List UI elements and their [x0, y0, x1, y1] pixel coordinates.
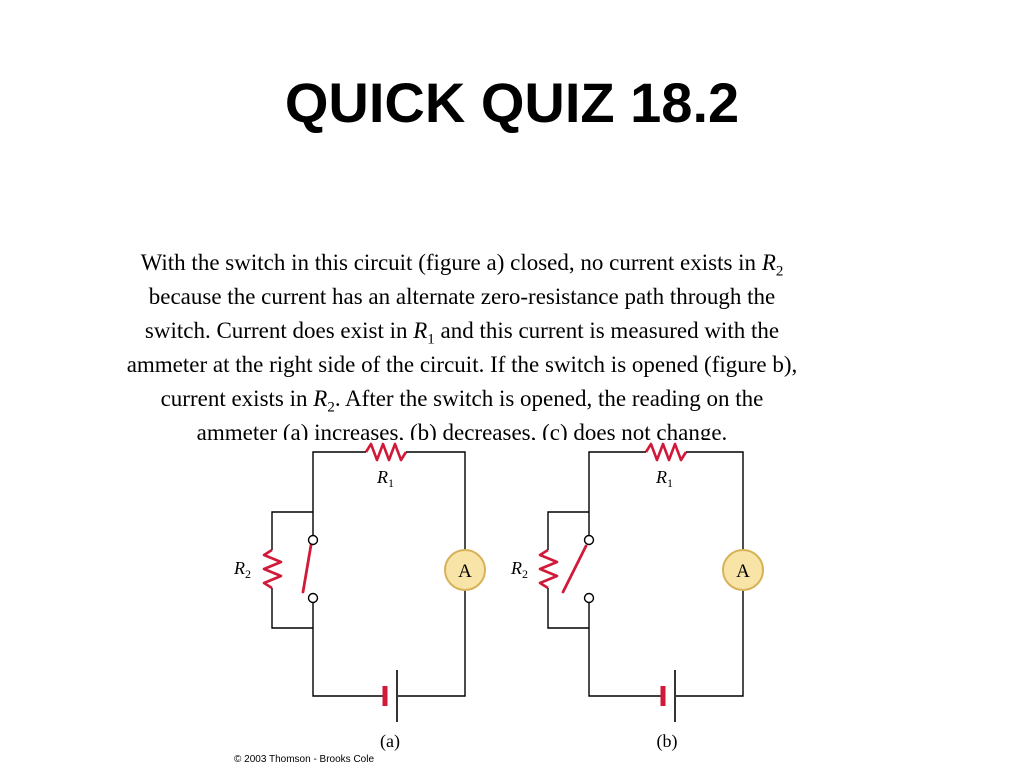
question-line-1: With the switch in this circuit (figure … [140, 250, 784, 280]
switch-open-b [561, 534, 595, 604]
caption-b: (b) [657, 731, 678, 752]
label-r2-b: R2 [510, 558, 528, 581]
page-title: QUICK QUIZ 18.2 [284, 71, 740, 134]
resistor-r1-a [364, 442, 408, 462]
question-line-6: ammeter (a) increases, (b) decreases, (c… [196, 420, 728, 440]
resistor-r2-a [262, 548, 283, 590]
question-line-3: switch. Current does exist in R1 and thi… [144, 318, 780, 348]
question-line-4: ammeter at the right side of the circuit… [126, 352, 798, 377]
label-r1-b: R1 [655, 467, 673, 490]
circuit-a: R1 R2 A (a) [233, 442, 486, 752]
question-line-2: because the current has an alternate zer… [148, 284, 776, 309]
ammeter-a: A [444, 549, 486, 591]
svg-text:A: A [458, 561, 472, 582]
caption-a: (a) [380, 731, 400, 752]
label-r1-a: R1 [376, 467, 394, 490]
resistor-r1-b [644, 442, 688, 462]
battery-b [660, 670, 676, 722]
question-text: With the switch in this circuit (figure … [40, 246, 884, 440]
label-r2-a: R2 [233, 558, 251, 581]
switch-closed-a [301, 534, 319, 604]
circuit-b-wires [547, 451, 744, 697]
battery-a [382, 670, 398, 722]
circuit-b: R1 R2 A (b) [510, 442, 764, 752]
question-line-5: current exists in R2. After the switch i… [160, 386, 764, 416]
circuit-a-wires [271, 451, 466, 697]
ammeter-b: A [722, 549, 764, 591]
svg-text:A: A [736, 561, 750, 582]
resistor-r2-b [538, 548, 559, 590]
copyright-notice: © 2003 Thomson - Brooks Cole [234, 754, 375, 765]
